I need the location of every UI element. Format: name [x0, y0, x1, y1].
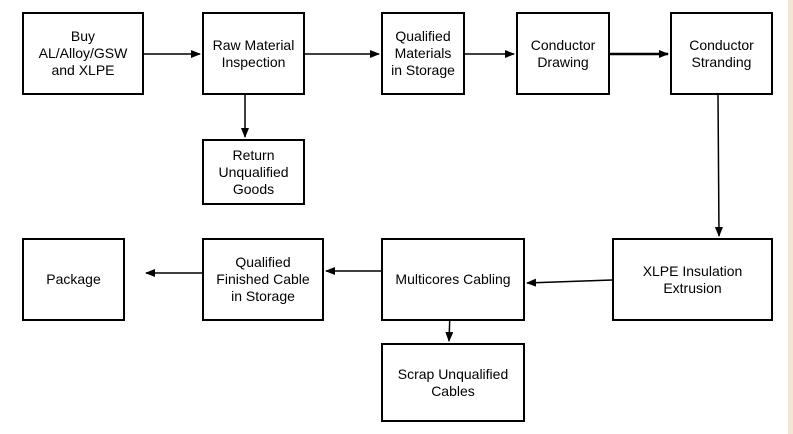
node-conductor-drawing-label: Conductor Drawing [530, 36, 596, 70]
node-xlpe-insulation-extrusion: XLPE Insulation Extrusion [612, 238, 773, 321]
node-conductor-stranding: Conductor Stranding [670, 12, 773, 95]
node-buy-materials-label: Buy AL/Alloy/GSW and XLPE [38, 28, 128, 78]
node-buy-materials: Buy AL/Alloy/GSW and XLPE [22, 12, 144, 95]
node-conductor-stranding-label: Conductor Stranding [689, 36, 754, 70]
node-qualified-finished-cable-storage: Qualified Finished Cable in Storage [202, 238, 324, 321]
arrow-stranding-to-xlpe [714, 94, 723, 237]
node-conductor-drawing: Conductor Drawing [516, 12, 610, 95]
node-return-unqualified-goods: Return Unqualified Goods [202, 139, 305, 205]
node-qualified-materials-storage-label: Qualified Materials in Storage [391, 28, 455, 78]
node-multicores-cabling-label: Multicores Cabling [395, 271, 511, 287]
node-scrap-unqualified-cables: Scrap Unqualified Cables [381, 343, 525, 422]
right-edge-strip [788, 0, 793, 434]
node-raw-material-inspection: Raw Material Inspection [202, 12, 305, 95]
node-multicores-cabling: Multicores Cabling [381, 238, 525, 321]
node-return-unqualified-goods-label: Return Unqualified Goods [218, 146, 289, 197]
node-raw-material-inspection-label: Raw Material Inspection [212, 36, 295, 70]
arrow-xlpe-to-multicores [526, 278, 613, 287]
node-package-label: Package [46, 271, 101, 287]
node-qualified-finished-cable-storage-label: Qualified Finished Cable in Storage [216, 254, 310, 304]
node-scrap-unqualified-cables-label: Scrap Unqualified Cables [397, 365, 509, 399]
node-xlpe-insulation-extrusion-label: XLPE Insulation Extrusion [642, 262, 743, 296]
node-package: Package [22, 238, 125, 321]
node-qualified-materials-storage: Qualified Materials in Storage [381, 12, 465, 95]
